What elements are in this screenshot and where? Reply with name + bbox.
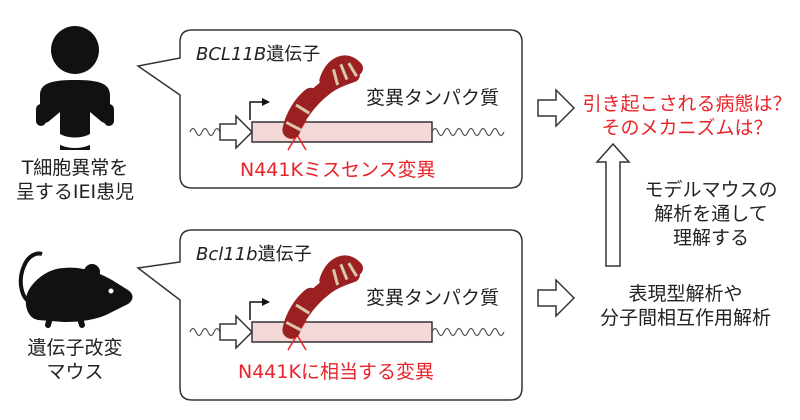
mouse-gene-title: Bcl11b遺伝子: [196, 240, 312, 266]
model-analysis-line2: 解析を通して: [654, 203, 768, 225]
mouse-caption-line2: マウス: [46, 361, 104, 383]
human-promoter-arrow-icon: [219, 114, 254, 150]
mouse-promoter-arrow-icon: [219, 314, 254, 350]
baby-icon: [36, 26, 114, 150]
analysis-methods-line1: 表現型解析や: [628, 283, 743, 305]
mouse-speech-bubble: [136, 229, 523, 401]
mouse-icon: [18, 251, 133, 328]
mouse-transcription-arrow-icon: [249, 301, 264, 320]
model-analysis-line1: モデルマウスの: [644, 179, 778, 201]
human-caption: T細胞異常を 呈するIEI患児: [0, 156, 150, 204]
understanding-up-arrow-icon: [595, 142, 631, 267]
human-gene-title: BCL11B遺伝子: [196, 40, 320, 66]
human-protein-label: 変異タンパク質: [366, 87, 500, 109]
questions-line2: そのメカニズムは？: [601, 117, 773, 139]
model-analysis-line3: 理解する: [672, 227, 749, 249]
mouse-mutation-label: N441Kに相当する変異: [238, 361, 434, 383]
human-caption-line2: 呈するIEI患児: [15, 181, 135, 203]
questions-line1: 引き起こされる病態は？: [582, 93, 792, 115]
mouse-gene-symbol: Bcl11b: [196, 244, 258, 265]
human-mutation-label: N441Kミスセンス変異: [240, 159, 436, 181]
analysis-methods-text: 表現型解析や 分子間相互作用解析: [578, 282, 793, 330]
mouse-caption: 遺伝子改変 マウス: [0, 336, 150, 384]
model-analysis-text: モデルマウスの 解析を通して 理解する: [636, 178, 786, 250]
mouse-gene-suffix: 遺伝子: [257, 244, 312, 265]
human-gene-box: [251, 121, 433, 143]
analysis-arrow-icon: [537, 278, 576, 318]
human-caption-line1: T細胞異常を: [21, 157, 129, 179]
human-gene-suffix: 遺伝子: [266, 44, 321, 65]
human-gene-symbol: BCL11B: [196, 44, 267, 65]
human-speech-bubble: [136, 29, 523, 189]
mouse-caption-line1: 遺伝子改変: [27, 337, 123, 359]
analysis-methods-line2: 分子間相互作用解析: [599, 307, 771, 329]
questions-arrow-icon: [537, 88, 576, 128]
human-transcription-arrow-icon: [249, 101, 264, 120]
mouse-protein-label: 変異タンパク質: [366, 287, 500, 309]
mouse-gene-box: [251, 321, 433, 343]
questions-text: 引き起こされる病態は？ そのメカニズムは？: [582, 92, 792, 140]
